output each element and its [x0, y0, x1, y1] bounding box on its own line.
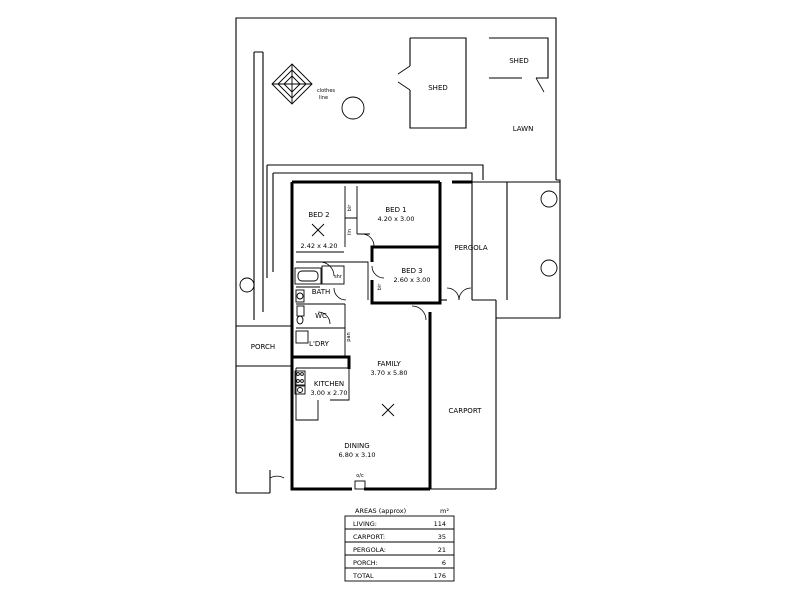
family-size: 3.70 x 5.80 — [371, 369, 408, 377]
kitchen-name: KITCHEN — [314, 380, 344, 388]
areas-row-label: PORCH: — [353, 559, 378, 567]
clothes-line-label-2: line — [319, 95, 328, 101]
bathtub — [294, 267, 322, 285]
carport-label: CARPORT — [449, 407, 483, 415]
toilet-icon — [296, 305, 305, 325]
linen-label: lin — [347, 229, 353, 235]
wc-label: WC — [315, 312, 327, 320]
bed-wing-right-wall — [370, 182, 442, 305]
tree-icon — [239, 96, 558, 293]
basin-bowl — [296, 292, 304, 300]
oc-label: o/c — [356, 473, 364, 479]
areas-total-label: TOTAL — [352, 572, 374, 580]
family-name: FAMILY — [377, 360, 401, 368]
gate-arc — [269, 475, 285, 479]
areas-total-value: 176 — [434, 572, 446, 580]
laundry-label: L'DRY — [309, 340, 330, 348]
shed-left-label: SHED — [428, 84, 448, 92]
site-boundary-right — [496, 179, 561, 319]
garden-fence — [266, 164, 484, 278]
areas-row-label: PERGOLA: — [353, 546, 386, 554]
door-arcs — [317, 233, 472, 325]
bed1-name: BED 1 — [385, 206, 406, 214]
shed-right-label: SHED — [509, 57, 529, 65]
oc-unit — [354, 480, 366, 490]
shower — [321, 265, 345, 285]
basin — [295, 289, 305, 303]
stove-icon — [294, 370, 306, 395]
porch-fence — [236, 325, 292, 367]
kitchen-size: 3.00 x 2.70 — [311, 389, 348, 397]
pantry-label: pan — [346, 332, 352, 341]
areas-row-value: 6 — [442, 559, 446, 567]
bir-bed3-label: bir — [377, 283, 383, 291]
areas-row-value: 114 — [434, 520, 446, 528]
areas-row-label: LIVING: — [353, 520, 377, 528]
shed-right — [489, 37, 549, 79]
laundry-trough — [295, 330, 309, 344]
areas-table: AREAS (approx) m² LIVING: 114 CARPORT: 3… — [344, 507, 455, 582]
kitchen-wall — [290, 355, 351, 482]
bed2-size: 2.42 x 4.20 — [301, 242, 338, 250]
dining-name: DINING — [344, 442, 369, 450]
porch-label: PORCH — [251, 343, 275, 351]
site-boundary — [235, 17, 557, 493]
bathtub-basin — [297, 270, 319, 282]
shed-left — [409, 37, 467, 129]
house-outer-wall — [290, 180, 472, 491]
shed-left-door — [397, 65, 411, 91]
areas-title: AREAS (approx) — [355, 507, 406, 515]
areas-unit: m² — [440, 507, 449, 515]
ceiling-fan-icon — [311, 223, 395, 417]
garden-path — [253, 51, 264, 320]
areas-row-label: CARPORT: — [353, 533, 385, 541]
lawn-label: LAWN — [513, 125, 534, 133]
clothes-line-icon — [271, 63, 313, 105]
pergola-label: PERGOLA — [454, 244, 488, 252]
pergola-outline — [430, 181, 560, 490]
bed3-size: 2.60 x 3.00 — [394, 276, 431, 284]
bath-label: BATH — [312, 288, 331, 296]
clothes-line-label-1: clothes — [317, 88, 335, 94]
shed-right-door — [535, 77, 545, 93]
dining-size: 6.80 x 3.10 — [339, 451, 376, 459]
areas-row-value: 35 — [438, 533, 446, 541]
areas-row-value: 21 — [438, 546, 446, 554]
bir-bed2-label: bir — [347, 204, 353, 212]
shower-label: shr — [334, 274, 343, 280]
bed2-name: BED 2 — [308, 211, 329, 219]
bed3-name: BED 3 — [401, 267, 422, 275]
areas-table-frame — [344, 515, 455, 582]
bed1-size: 4.20 x 3.00 — [378, 215, 415, 223]
